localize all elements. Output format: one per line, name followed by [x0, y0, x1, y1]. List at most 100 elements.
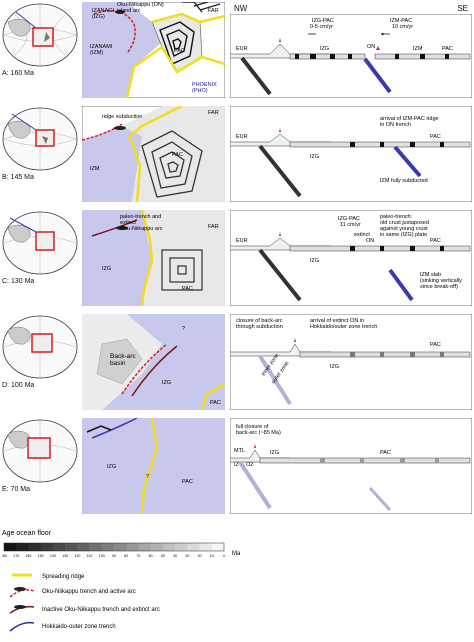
- age-bin: [40, 543, 54, 551]
- map-d-pac: PAC: [210, 400, 221, 406]
- age-bin: [187, 543, 200, 551]
- age-bin: [175, 543, 188, 551]
- map-a-izanami: IZANAMI(IZM): [90, 44, 113, 56]
- age-tick-label: 180: [2, 554, 7, 558]
- age-tick-label: 150: [38, 554, 44, 558]
- age-bin: [77, 543, 90, 551]
- map-b-ridge: ridge subduction: [102, 114, 142, 120]
- section-d: inner zone outer zone IZG PAC closure of…: [229, 313, 473, 411]
- on-trench-swatch: [9, 589, 35, 598]
- age-bin: [126, 543, 139, 551]
- map-d-izg: IZG: [162, 380, 171, 386]
- map-e-izg: IZG: [107, 464, 116, 470]
- age-tick-label: 10: [210, 554, 214, 558]
- sec-e-oz: OZ: [246, 462, 254, 468]
- sec-a-rate1-title: IZG-PAC: [312, 18, 334, 24]
- legend-item-on-trench: Oku-Niikappu trench and active arc: [42, 589, 136, 595]
- sec-b-pac: PAC: [430, 134, 441, 140]
- row-label-b: B: 145 Ma: [2, 174, 34, 181]
- map-a: IZANAGI(IZG) IZANAMI(IZM) Oku-Niikappu (…: [81, 1, 226, 99]
- age-tick-label: 80: [124, 554, 128, 558]
- sec-a-rate2-title: IZM-PAC: [390, 18, 412, 24]
- age-tick-label: 160: [25, 554, 31, 558]
- sec-c-on: ON: [366, 238, 374, 244]
- sec-e-izg: IZG: [270, 450, 279, 456]
- map-a-arc: Oku-Niikappu (ON)island arc: [117, 2, 164, 14]
- sec-a-izg: IZG: [320, 46, 329, 52]
- map-a-far: FAR: [208, 8, 219, 14]
- legend-unit: Ma: [232, 551, 241, 557]
- sec-a-rate2-value: 10 cm/yr: [392, 24, 413, 30]
- sec-c-pac: PAC: [430, 238, 441, 244]
- sec-a-rate1-value: 0-5 cm/yr: [310, 24, 333, 30]
- map-c-pac: PAC: [182, 286, 193, 292]
- section-a: EUR IZG ON IZM PAC IZG-PAC 0-5 cm/yr IZM…: [229, 13, 473, 99]
- map-a-phoenix: PHOENIX(PHO): [192, 82, 217, 94]
- map-a-pac: PAC: [174, 48, 185, 54]
- sec-a-izm: IZM: [413, 46, 423, 52]
- age-bin: [52, 543, 66, 551]
- age-tick-label: 0: [223, 554, 225, 558]
- age-bin: [211, 543, 225, 551]
- age-bin: [199, 543, 213, 551]
- age-tick-label: 100: [99, 554, 105, 558]
- sec-d-pac: PAC: [430, 342, 441, 348]
- age-bin: [138, 543, 151, 551]
- age-tick-label: 70: [136, 554, 140, 558]
- age-tick-label: 120: [74, 554, 80, 558]
- age-bin: [4, 543, 17, 551]
- age-colorbar-frame: [3, 542, 225, 552]
- age-colorbar: [3, 542, 225, 552]
- map-e: IZG PAC ?: [81, 417, 226, 515]
- globe-a: [2, 2, 78, 98]
- sec-e-mtl: MTL: [234, 448, 245, 454]
- age-bin: [150, 543, 164, 551]
- age-bin: [162, 543, 176, 551]
- sec-c-izg: IZG: [310, 258, 319, 264]
- hokkaido-trench-swatch: [9, 621, 35, 632]
- map-b-pac: PAC: [172, 152, 183, 158]
- map-d-q: ?: [182, 326, 185, 332]
- sec-a-on: ON: [367, 44, 375, 50]
- active-arc-icon: [14, 587, 26, 591]
- se-label: SE: [457, 4, 468, 13]
- legend-title: Age ocean floor: [2, 530, 52, 537]
- age-bin: [89, 543, 103, 551]
- sec-b-izg: IZG: [310, 154, 319, 160]
- map-b-izm: IZM: [90, 166, 100, 172]
- globe-d: [2, 314, 78, 410]
- section-c: EUR IZG ON PAC IZG-PAC 11 cm/yr extinct …: [229, 209, 473, 307]
- sec-a-pac: PAC: [442, 46, 453, 52]
- age-bin: [114, 543, 127, 551]
- age-tick-label: 130: [62, 554, 68, 558]
- age-bin: [101, 543, 115, 551]
- age-tick-label: 40: [173, 554, 177, 558]
- sec-c-extinct: extinct: [354, 232, 370, 238]
- sec-b-note2: IZM fully subducted: [380, 178, 428, 184]
- map-c-far: FAR: [208, 224, 219, 230]
- map-b-far: FAR: [208, 110, 219, 116]
- age-bin: [28, 543, 41, 551]
- section-header: NW SE: [230, 2, 472, 14]
- age-tick-label: 50: [161, 554, 165, 558]
- age-tick-label: 60: [149, 554, 153, 558]
- legend-item-ridge: Spreading ridge: [42, 574, 85, 580]
- age-bin: [16, 543, 29, 551]
- row-label-c: C: 130 Ma: [2, 278, 35, 285]
- age-tick-label: 110: [87, 554, 93, 558]
- legend-item-hokkaido: Hokkaido-outer zone trench: [42, 624, 116, 630]
- nw-label: NW: [234, 4, 248, 13]
- age-ticks: 1801701601501401301201101009080706050403…: [1, 554, 225, 558]
- sec-a-eur: EUR: [236, 46, 248, 52]
